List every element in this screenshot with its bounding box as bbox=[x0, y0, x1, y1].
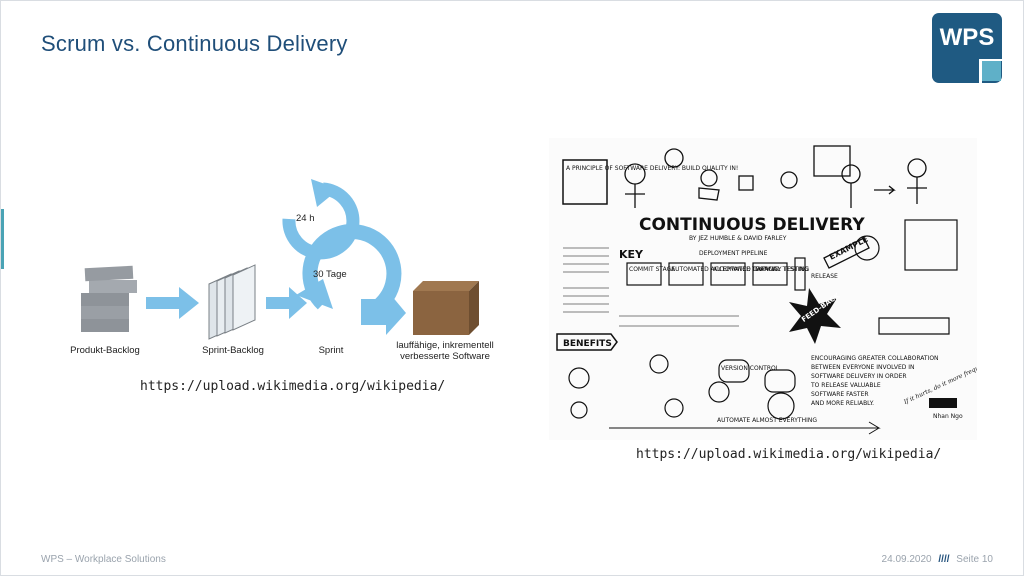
automate-label: AUTOMATE ALMOST EVERYTHING bbox=[717, 417, 817, 424]
bottom-flow-arrow bbox=[609, 421, 881, 435]
sprint-backlog-sheets bbox=[208, 264, 256, 340]
encouraging-line-3: SOFTWARE DELIVERY IN ORDER bbox=[811, 373, 907, 380]
slide-title: Scrum vs. Continuous Delivery bbox=[41, 31, 348, 56]
label-result-line2: verbesserte Software bbox=[400, 351, 490, 362]
daily-cycle-arrow bbox=[282, 179, 360, 260]
cd-source-url[interactable]: https://upload.wikimedia.org/wikipedia/ bbox=[636, 447, 942, 462]
principle-text: A PRINCIPLE OF SOFTWARE DELIVERY: BUILD … bbox=[566, 165, 738, 172]
pipeline-stage-boxes bbox=[626, 257, 806, 291]
wps-logo: WPS bbox=[932, 13, 1002, 83]
benefits-label: BENEFITS bbox=[563, 339, 612, 349]
sprint-cycle-arrow bbox=[296, 224, 406, 335]
scrum-diagram: 24 h 30 Tage Produkt-Backlog Sprint-Back… bbox=[70, 179, 494, 362]
version-control-label: VERSION CONTROL bbox=[721, 365, 780, 372]
continuous-delivery-sketchnote: A PRINCIPLE OF SOFTWARE DELIVERY: BUILD … bbox=[549, 138, 977, 440]
encouraging-line-1: ENCOURAGING GREATER COLLABORATION bbox=[811, 355, 939, 362]
pipeline-stage-4: MANUAL TESTING bbox=[755, 266, 809, 273]
cd-subtitle: BY JEZ HUMBLE & DAVID FARLEY bbox=[689, 235, 787, 242]
cd-title: CONTINUOUS DELIVERY bbox=[639, 215, 865, 235]
slide-edge-accent bbox=[1, 209, 4, 269]
encouraging-line-4: TO RELEASE VALUABLE bbox=[810, 382, 881, 389]
flow-arrow bbox=[146, 287, 199, 319]
scrum-source-url[interactable]: https://upload.wikimedia.org/wikipedia/ bbox=[140, 379, 446, 394]
pipeline-label: DEPLOYMENT PIPELINE bbox=[699, 250, 768, 257]
footer-separator: //// bbox=[938, 554, 950, 565]
product-backlog-stack bbox=[81, 265, 137, 332]
footer-meta: 24.09.2020 //// Seite 10 bbox=[882, 554, 993, 565]
flow-arrow bbox=[266, 287, 307, 319]
encouraging-line-5: SOFTWARE FASTER bbox=[811, 391, 869, 398]
pipeline-stage-5: RELEASE bbox=[811, 273, 838, 280]
label-sprint: Sprint bbox=[319, 345, 344, 356]
cycle-24h-label: 24 h bbox=[296, 213, 315, 224]
sketch-doodles bbox=[624, 145, 927, 208]
pipeline-stage-1: COMMIT STAGE bbox=[629, 266, 675, 273]
footer-company: WPS – Workplace Solutions bbox=[41, 554, 166, 565]
key-label: KEY bbox=[619, 248, 644, 261]
footer-page-number: Seite 10 bbox=[956, 554, 993, 565]
principle-box bbox=[562, 159, 608, 205]
label-sprint-backlog: Sprint-Backlog bbox=[202, 345, 264, 356]
logo-text: WPS bbox=[940, 24, 995, 51]
label-result-line1: lauffähige, inkrementell bbox=[396, 340, 494, 351]
cycle-30-days-label: 30 Tage bbox=[313, 269, 347, 280]
pipeline-stage-2: AUTOMATED ACCEPTANCE TESTING bbox=[671, 266, 778, 273]
encouraging-line-2: BETWEEN EVERYONE INVOLVED IN bbox=[811, 364, 915, 371]
label-product-backlog: Produkt-Backlog bbox=[70, 345, 140, 356]
checklist-lines bbox=[563, 247, 739, 327]
feedback-star bbox=[789, 288, 841, 344]
encouraging-line-6: AND MORE RELIABLY. bbox=[811, 400, 874, 407]
footer-date: 24.09.2020 bbox=[881, 554, 932, 565]
software-box bbox=[413, 281, 479, 335]
author-label: Nhan Ngo bbox=[933, 413, 963, 420]
pipeline-stage-3: AUTOMATED CAPACITY TESTING bbox=[713, 266, 810, 273]
license-badge bbox=[929, 398, 957, 408]
